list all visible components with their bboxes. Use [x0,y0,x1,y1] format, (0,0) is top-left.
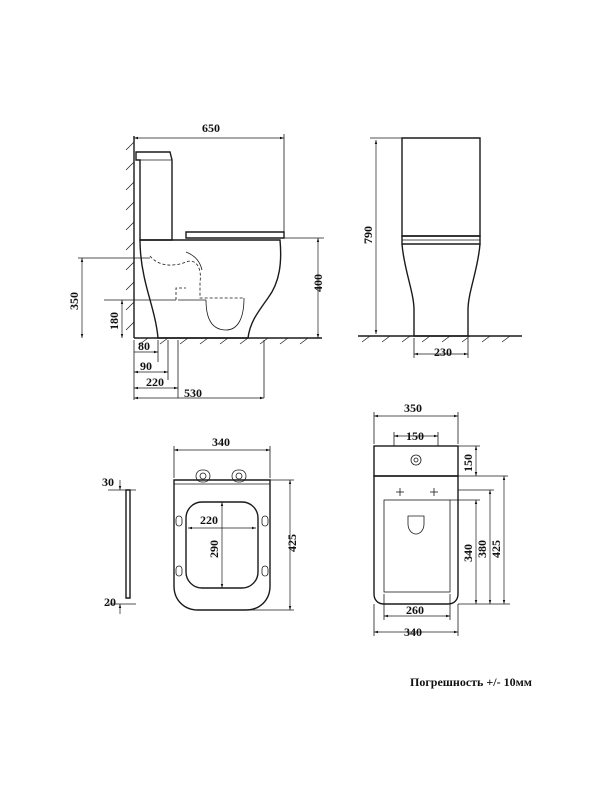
bumper-icon [261,565,269,577]
dim-290-label: 290 [207,540,221,558]
seat-top-view: 340 220 290 425 [173,435,299,611]
wall-hatching [125,141,135,331]
dim-425-top-label: 425 [489,540,503,558]
cross-mark-icon [396,488,438,496]
seat-thickness-profile [125,489,131,599]
tank-top [373,445,459,477]
trapway [149,255,244,299]
seat-side [185,231,285,239]
hinge-left-icon [195,469,211,483]
floor-hatching [139,337,309,345]
dim-350-label: 350 [67,292,81,310]
dim-350-top-label: 350 [404,401,422,415]
dim-260-label: 260 [406,603,424,617]
bowl-rim-inner [383,499,451,593]
dim-220-seat-label: 220 [200,513,218,527]
dim-530-label: 530 [184,386,202,400]
bumper-icon [175,565,183,577]
tank-side [135,151,173,241]
dim-400-label: 400 [311,274,325,292]
dim-150-h-label: 150 [406,429,424,443]
front-floor-hatching [361,335,511,343]
dim-150-v-label: 150 [461,454,475,472]
dim-230-label: 230 [434,345,452,359]
pedestal-front [401,243,481,337]
dim-425-seat-label: 425 [285,534,299,552]
bowl-top [373,475,459,605]
dim-20-label: 20 [104,595,116,609]
dim-30-label: 30 [102,475,114,489]
front-view: 790 230 [358,137,522,359]
dim-90-label: 90 [140,359,152,373]
dim-380-label: 380 [475,540,489,558]
side-view: 650 400 350 180 80 90 220 530 [67,121,325,400]
dim-180-label: 180 [107,312,121,330]
flush-button-icon [410,454,422,466]
dim-790-label: 790 [361,226,375,244]
dim-340-v-label: 340 [461,544,475,562]
bumper-icon [261,515,269,527]
top-view: 350 150 150 340 380 425 260 340 [373,401,510,639]
dim-220-label: 220 [146,375,164,389]
dim-340-bottom-label: 340 [404,625,422,639]
bumper-icon [175,515,183,527]
seat-profile: 30 20 [102,475,136,614]
dim-340-label: 340 [212,435,230,449]
hinge-right-icon [231,469,247,483]
bowl-side [139,239,282,339]
drain-icon [407,515,425,535]
dim-650-label: 650 [202,121,220,135]
tank-front [401,137,481,237]
tolerance-note: Погрешность +/- 10мм [410,675,532,689]
dim-80-label: 80 [138,339,150,353]
